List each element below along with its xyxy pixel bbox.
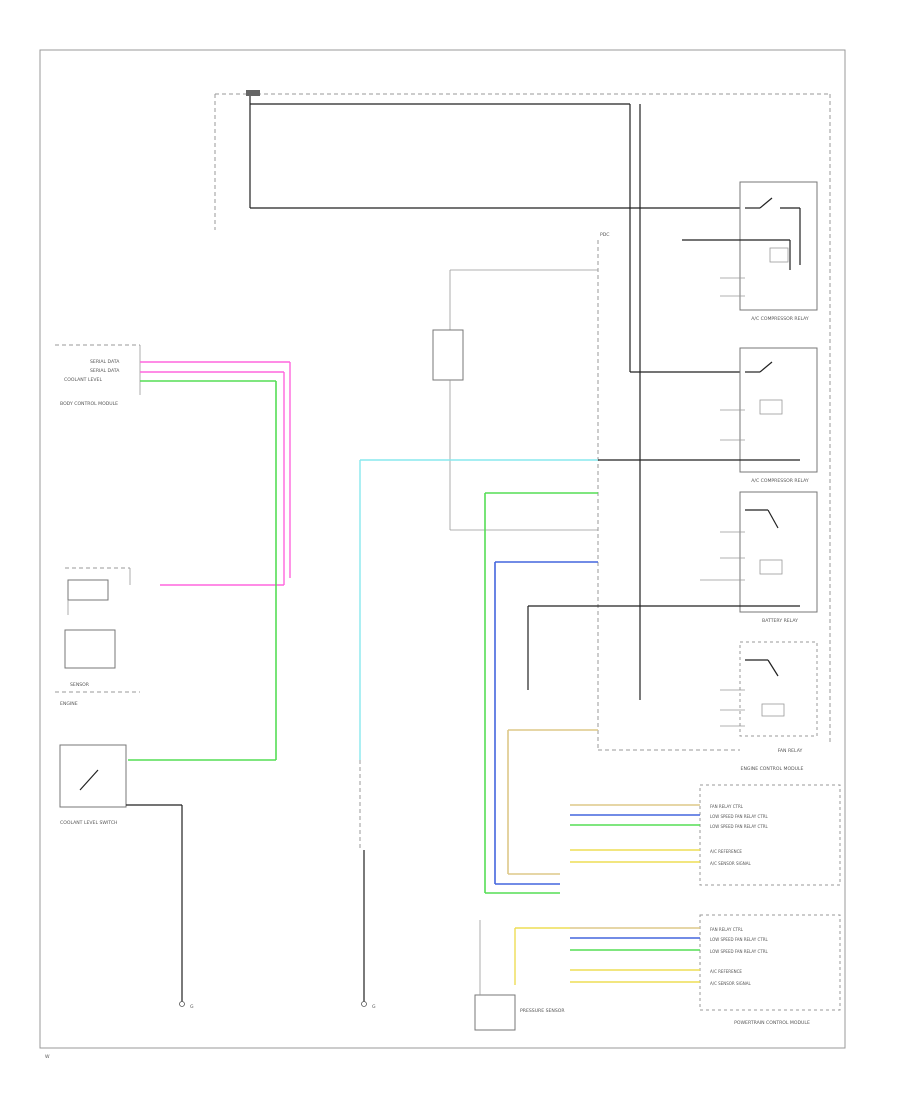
module-b-pin-3: LOW SPEED FAN RELAY CTRL xyxy=(710,949,769,954)
left-module-pin-2: SERIAL DATA xyxy=(90,368,120,374)
pink-wires xyxy=(140,361,291,586)
left-sensor-label: SENSOR xyxy=(70,682,90,688)
left-module-label: BODY CONTROL MODULE xyxy=(60,401,118,407)
connector-column xyxy=(432,240,740,751)
module-a-label: ENGINE CONTROL MODULE xyxy=(741,766,804,772)
relay-4-label: FAN RELAY xyxy=(778,748,803,754)
cyan-wire xyxy=(359,459,598,760)
module-b-pin-1: FAN RELAY CTRL xyxy=(710,927,744,932)
left-module-pin-1: SERIAL DATA xyxy=(90,359,120,365)
module-a-pin-3: LOW SPEED FAN RELAY CTRL xyxy=(710,824,769,829)
power-bus xyxy=(214,90,831,745)
module-a-pin-2: LOW SPEED FAN RELAY CTRL xyxy=(710,814,769,819)
tan-right-wire xyxy=(507,729,598,875)
connector-group-label: PDC xyxy=(600,232,610,238)
relay-1: A/C COMPRESSOR RELAY xyxy=(682,181,818,322)
module-a-pin-5: A/C SENSOR SIGNAL xyxy=(710,861,751,866)
ground-label-1: G xyxy=(190,1004,194,1010)
center-ground: G xyxy=(359,760,376,1010)
pressure-sensor-label: PRESSURE SENSOR xyxy=(520,1008,565,1014)
module-b-pin-2: LOW SPEED FAN RELAY CTRL xyxy=(710,937,769,942)
relay-1-label: A/C COMPRESSOR RELAY xyxy=(751,316,809,322)
module-a-pin-1: FAN RELAY CTRL xyxy=(710,804,744,809)
module-b-pin-4: A/C REFERENCE xyxy=(710,969,742,974)
module-b-pin-5: A/C SENSOR SIGNAL xyxy=(710,981,751,986)
ground-label-2: G xyxy=(372,1004,376,1010)
relay-4: FAN RELAY xyxy=(720,641,818,754)
footer-code: W xyxy=(45,1054,50,1060)
left-module: SERIAL DATA SERIAL DATA COOLANT LEVEL BO… xyxy=(55,344,141,407)
green-right-wire xyxy=(484,492,598,894)
relay-2-label: A/C COMPRESSOR RELAY xyxy=(751,478,809,484)
diagram-frame xyxy=(39,49,846,1049)
blue-right-wire xyxy=(494,561,598,885)
right-module-a: ENGINE CONTROL MODULE FAN RELAY CTRL LOW… xyxy=(570,766,841,886)
right-module-b: FAN RELAY CTRL LOW SPEED FAN RELAY CTRL … xyxy=(570,914,841,1026)
left-sensor-sub: ENGINE xyxy=(60,701,78,707)
coolant-switch-label: COOLANT LEVEL SWITCH xyxy=(60,820,118,826)
relay-3: BATTERY RELAY xyxy=(700,491,818,624)
left-module-pin-3: COOLANT LEVEL xyxy=(64,377,102,383)
relay-2: A/C COMPRESSOR RELAY xyxy=(720,347,818,484)
left-sensor: SENSOR ENGINE xyxy=(55,567,140,707)
relay-3-label: BATTERY RELAY xyxy=(762,618,798,624)
module-b-label: POWERTRAIN CONTROL MODULE xyxy=(734,1020,810,1026)
pressure-sensor: PRESSURE SENSOR xyxy=(474,920,570,1031)
module-a-pin-4: A/C REFERENCE xyxy=(710,849,742,854)
coolant-level-switch: COOLANT LEVEL SWITCH G xyxy=(59,744,194,1010)
